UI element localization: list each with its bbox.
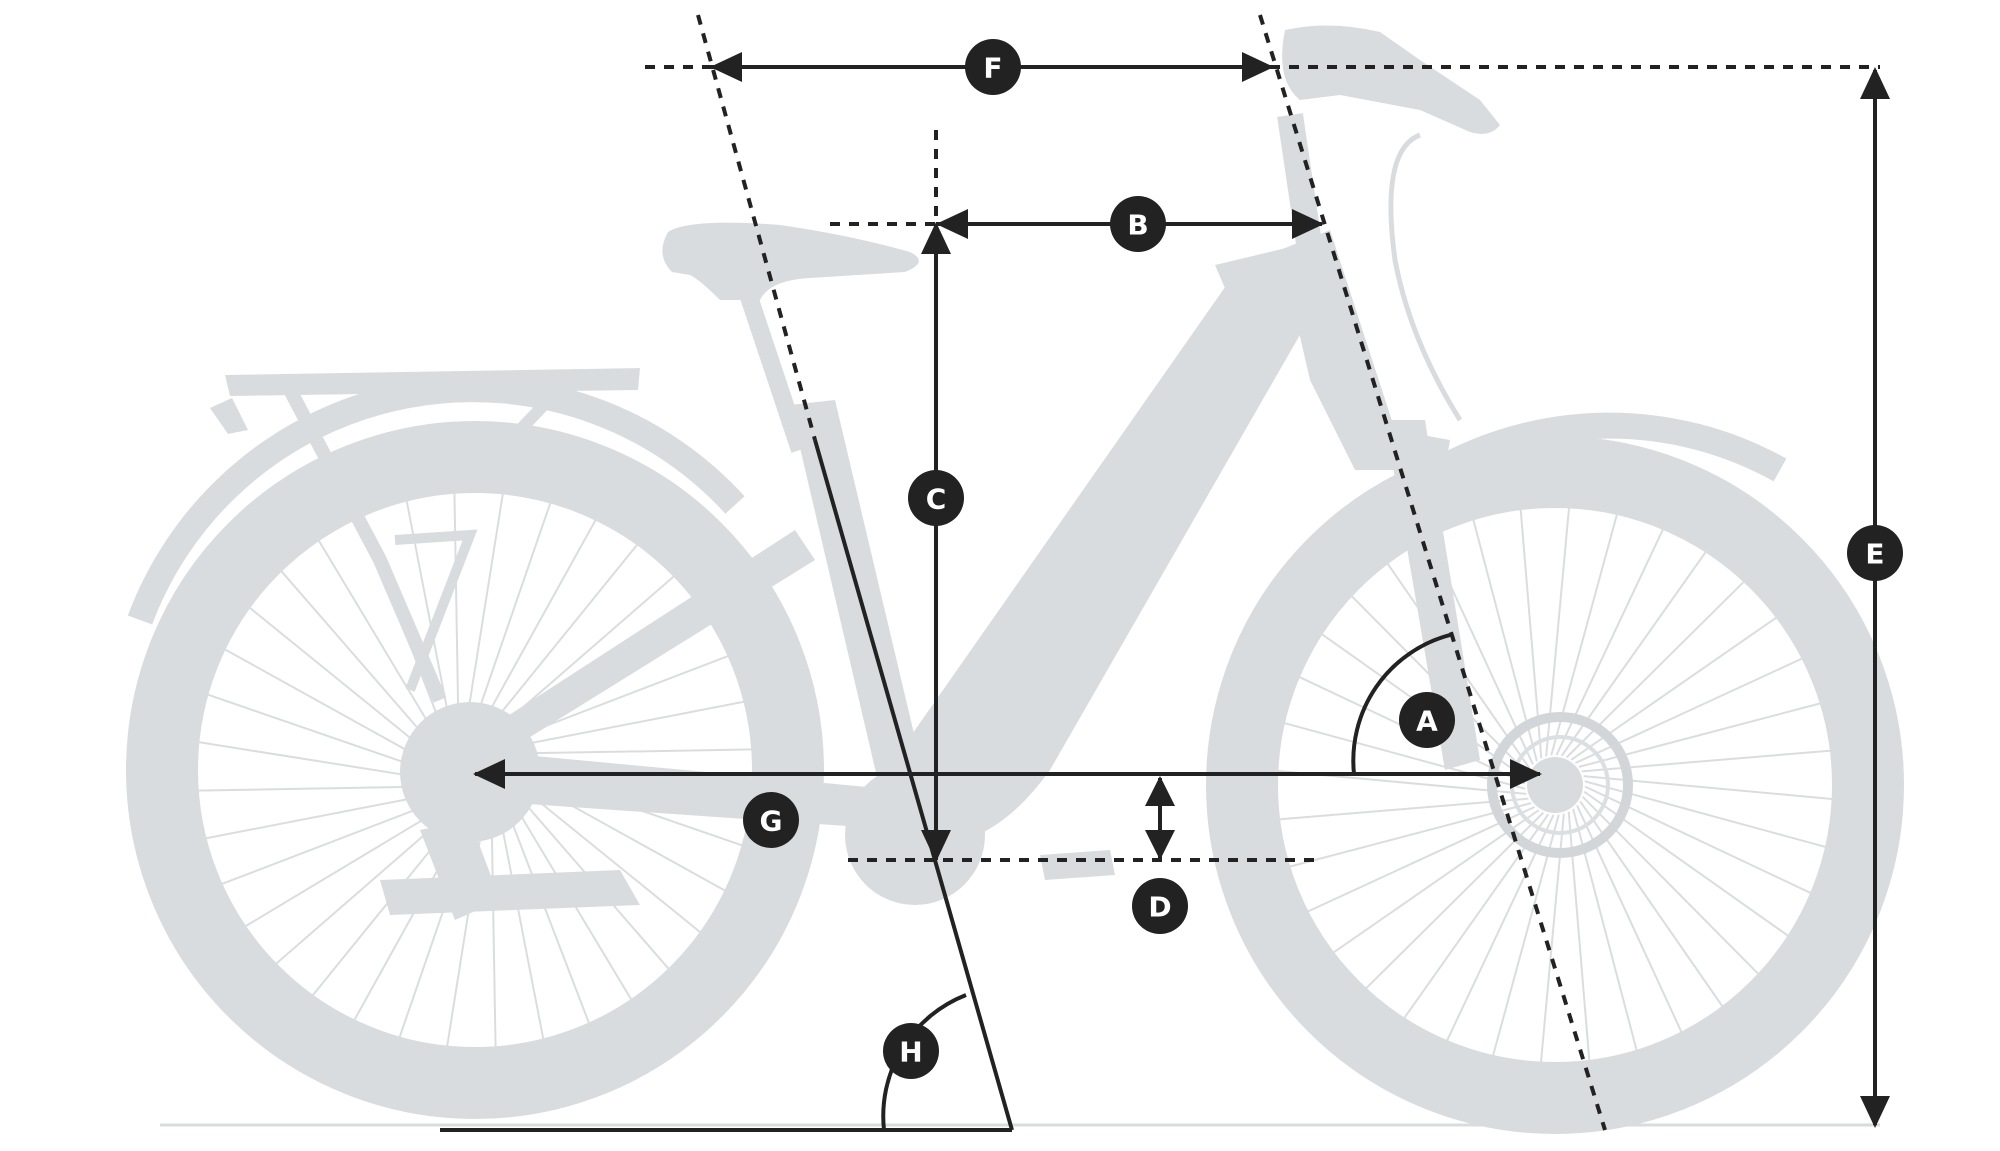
wheel-spoke <box>1305 806 1536 914</box>
head-tube-axis-line <box>1258 14 1607 1131</box>
wheel-spoke <box>464 491 505 732</box>
rear-fender <box>127 376 745 625</box>
d-arrow-top <box>1145 776 1175 806</box>
wheel-spoke <box>1578 701 1823 768</box>
brake-cable <box>1388 132 1463 422</box>
seat-tube-axis-line <box>696 14 817 441</box>
wheel-spoke <box>247 605 438 760</box>
wheel-spoke <box>1331 809 1540 955</box>
wheel-spoke <box>316 537 444 748</box>
label-d-text: D <box>1148 891 1171 924</box>
wheel-spoke <box>1574 656 1805 764</box>
e-arrow-top <box>1860 67 1890 99</box>
d-arrow-bottom <box>1145 830 1175 860</box>
front-fork <box>1385 420 1480 770</box>
saddle <box>662 222 919 300</box>
seat-tube-angle-line <box>813 439 1014 1131</box>
bike-frame <box>380 230 1450 920</box>
label-b: B <box>1110 196 1166 252</box>
handlebar <box>1282 25 1500 134</box>
wheel-spoke <box>512 780 703 935</box>
wheel-spoke <box>205 692 436 774</box>
front-wheel <box>1206 436 1904 1134</box>
label-h: H <box>883 1023 939 1079</box>
c-arrow-top <box>921 222 951 254</box>
wheel-spoke <box>1584 785 1814 895</box>
wheel-spoke <box>1277 797 1529 821</box>
wheel-spoke <box>196 740 437 781</box>
label-c-text: C <box>926 483 947 516</box>
label-h-text: H <box>899 1036 922 1069</box>
c-arrow-bottom <box>921 830 951 862</box>
e-arrow-bottom <box>1860 1096 1890 1128</box>
label-d: D <box>1132 878 1188 934</box>
wheel-spoke <box>1281 721 1526 790</box>
f-arrow-left <box>710 52 742 82</box>
wheel-spoke <box>1583 790 1791 938</box>
label-c: C <box>908 470 964 526</box>
wheel-spoke <box>1287 802 1532 869</box>
label-f: F <box>965 39 1021 95</box>
wheel-spoke <box>478 517 598 731</box>
b-arrow-right <box>1292 209 1324 239</box>
wheel-spoke <box>1583 775 1835 801</box>
wheel-spoke <box>501 798 591 1026</box>
wheel-spoke <box>490 806 497 1050</box>
front-fender <box>1423 412 1787 487</box>
wheel-spoke <box>219 796 447 886</box>
wheel-spoke <box>1363 811 1545 991</box>
wheel-spoke <box>507 700 747 749</box>
b-arrow-left <box>936 209 968 239</box>
label-e-text: E <box>1865 538 1884 571</box>
wheel-spoke <box>485 542 640 733</box>
wheel-spoke <box>496 802 545 1042</box>
g-arrow-right <box>1510 759 1542 789</box>
label-a-text: A <box>1416 705 1438 738</box>
wheel-spoke <box>203 791 443 840</box>
wheel-spoke <box>471 500 553 731</box>
wheel-spoke <box>453 490 460 734</box>
wheel-spoke <box>222 647 436 767</box>
bike-silhouette <box>126 25 1904 1134</box>
label-f-text: F <box>983 52 1002 85</box>
label-a: A <box>1399 692 1455 748</box>
wheel-spoke <box>195 785 439 792</box>
f-arrow-right <box>1242 52 1274 82</box>
label-b-text: B <box>1127 209 1148 242</box>
wheel-spoke <box>511 748 755 755</box>
a-angle-arc <box>1351 633 1451 775</box>
dimension-lines <box>440 14 1890 1132</box>
label-g: G <box>743 792 799 848</box>
label-e: E <box>1847 525 1903 581</box>
wheel-spoke <box>278 568 440 754</box>
label-g-text: G <box>760 805 783 838</box>
wheel-spoke <box>242 801 453 929</box>
g-arrow-left <box>473 759 505 789</box>
